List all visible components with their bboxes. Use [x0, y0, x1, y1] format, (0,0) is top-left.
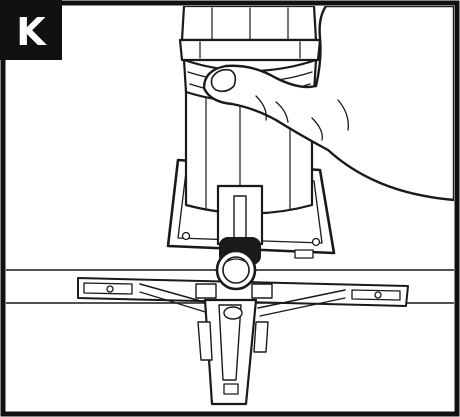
step-label: K — [16, 10, 47, 54]
guide-arm — [195, 184, 273, 406]
step-badge: K — [0, 0, 62, 60]
thumbnail — [210, 68, 237, 93]
locking-knob — [215, 237, 261, 291]
edge-guide-rail — [77, 277, 409, 317]
hand-illustration — [202, 6, 454, 202]
rail-screw-left — [106, 285, 114, 293]
rail-screw-right — [374, 291, 382, 299]
